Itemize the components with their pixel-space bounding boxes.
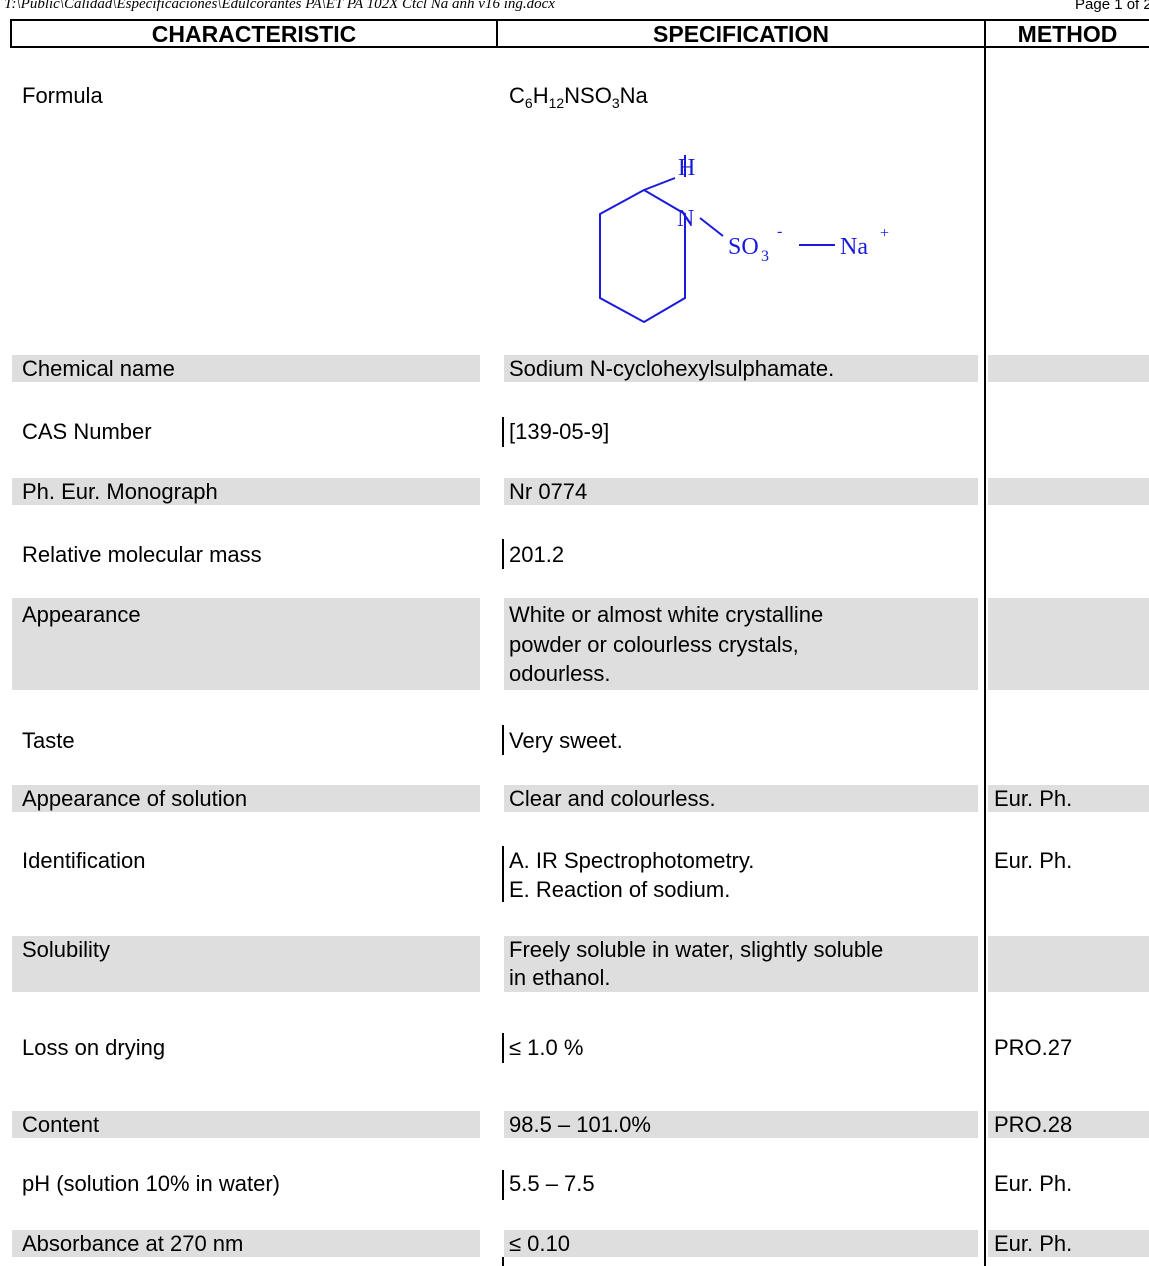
row-mass-characteristic: Relative molecular mass xyxy=(22,542,262,567)
row-taste-characteristic: Taste xyxy=(22,728,75,753)
atom-na: Na xyxy=(840,234,868,260)
group-so-charge: - xyxy=(777,223,782,240)
spec-divider-identification xyxy=(502,846,504,902)
formula-value: C6H12NSO3Na xyxy=(509,83,648,111)
row-identification-characteristic: Identification xyxy=(22,848,146,873)
row-identification-specification-line2: E. Reaction of sodium. xyxy=(509,877,731,902)
shade-monograph-char xyxy=(12,478,480,505)
shade-chemical-name-char xyxy=(12,355,480,382)
atom-h: H xyxy=(678,155,695,181)
shade-chemical-name-spec xyxy=(504,355,978,382)
n-s-bond xyxy=(699,217,724,237)
shade-solution-spec xyxy=(504,785,978,812)
shade-solubility-spec xyxy=(504,936,978,992)
row-monograph-specification: Nr 0774 xyxy=(509,479,588,504)
spec-divider-taste xyxy=(502,725,504,755)
shade-solution-char xyxy=(12,785,480,812)
spec-divider-bottom xyxy=(502,1257,504,1266)
atom-na-charge: + xyxy=(880,225,889,242)
row-appearance-specification-line3: odourless. xyxy=(509,661,611,686)
shade-solubility-char xyxy=(12,936,480,992)
row-ph-characteristic: pH (solution 10% in water) xyxy=(22,1171,281,1196)
spec-divider-cas xyxy=(502,417,504,447)
shade-absorbance-spec xyxy=(504,1230,978,1257)
structural-formula: H N SO 3 - Na + xyxy=(599,155,889,324)
shade-solubility-method xyxy=(988,936,1149,992)
row-chemical-name-characteristic: Chemical name xyxy=(22,356,175,381)
shade-appearance-char xyxy=(12,598,480,690)
shade-absorbance-char xyxy=(12,1230,480,1257)
column-divider-spec xyxy=(496,19,498,48)
shade-monograph-spec xyxy=(504,478,978,505)
spec-divider-ph xyxy=(502,1170,504,1200)
row-appearance-specification-line1: White or almost white crystalline xyxy=(509,602,824,627)
table-left-border xyxy=(10,19,12,48)
file-path: T:\Public\Calidad\Especificaciones\Edulc… xyxy=(4,0,555,12)
row-absorbance-method: Eur. Ph. xyxy=(994,1231,1073,1256)
row-ph-method: Eur. Ph. xyxy=(994,1171,1073,1196)
row-ph-specification: 5.5 – 7.5 xyxy=(509,1171,595,1196)
shade-content-char xyxy=(12,1111,480,1138)
row-solubility-specification-line1: Freely soluble in water, slightly solubl… xyxy=(509,937,884,962)
row-solubility-characteristic: Solubility xyxy=(22,937,111,962)
header-characteristic: CHARACTERISTIC xyxy=(151,21,357,47)
group-so-subscript: 3 xyxy=(761,248,769,265)
row-appearance-specification-line2: powder or colourless crystals, xyxy=(509,632,799,657)
table-top-border xyxy=(10,19,1149,21)
row-mass-specification: 201.2 xyxy=(509,542,565,567)
row-chemical-name-specification: Sodium N-cyclohexylsulphamate. xyxy=(509,356,835,381)
row-solution-method: Eur. Ph. xyxy=(994,786,1073,811)
shade-appearance-spec xyxy=(504,598,978,690)
row-absorbance-specification: ≤ 0.10 xyxy=(509,1231,571,1256)
row-loss-characteristic: Loss on drying xyxy=(22,1035,166,1060)
row-monograph-characteristic: Ph. Eur. Monograph xyxy=(22,479,218,504)
row-cas-characteristic: CAS Number xyxy=(22,419,152,444)
row-loss-specification: ≤ 1.0 % xyxy=(509,1035,584,1060)
cyclohexane-ring xyxy=(599,188,686,324)
shade-content-spec xyxy=(504,1111,978,1138)
shade-chemical-name-method xyxy=(988,355,1149,382)
row-loss-method: PRO.27 xyxy=(994,1035,1073,1060)
column-divider-method xyxy=(984,19,986,1266)
row-identification-specification-line1: A. IR Spectrophotometry. xyxy=(509,848,755,873)
group-so: SO xyxy=(728,234,759,260)
shade-monograph-method xyxy=(988,478,1149,505)
row-content-characteristic: Content xyxy=(22,1112,100,1137)
header-method: METHOD xyxy=(1017,21,1118,47)
page-header: T:\Public\Calidad\Especificaciones\Edulc… xyxy=(0,0,1149,19)
formula-label: Formula xyxy=(22,83,103,108)
row-solution-specification: Clear and colourless. xyxy=(509,786,716,811)
spec-divider-mass xyxy=(502,539,504,569)
atom-n: N xyxy=(677,206,694,232)
page-number: Page 1 of 2 xyxy=(1075,0,1149,13)
row-absorbance-characteristic: Absorbance at 270 nm xyxy=(22,1231,244,1256)
row-appearance-characteristic: Appearance xyxy=(22,602,141,627)
ring-to-n-bond xyxy=(643,177,676,191)
row-taste-specification: Very sweet. xyxy=(509,728,623,753)
row-cas-specification: [139-05-9] xyxy=(509,419,610,444)
header-bottom-border xyxy=(10,46,1149,48)
shade-solution-method xyxy=(988,785,1149,812)
row-content-method: PRO.28 xyxy=(994,1112,1073,1137)
shade-content-method xyxy=(988,1111,1149,1138)
row-identification-method: Eur. Ph. xyxy=(994,848,1073,873)
header-specification: SPECIFICATION xyxy=(653,21,829,47)
row-solution-characteristic: Appearance of solution xyxy=(22,786,248,811)
row-content-specification: 98.5 – 101.0% xyxy=(509,1112,651,1137)
shade-absorbance-method xyxy=(988,1230,1149,1257)
shade-appearance-method xyxy=(988,598,1149,690)
spec-divider-loss xyxy=(502,1033,504,1063)
row-solubility-specification-line2: in ethanol. xyxy=(509,965,611,990)
